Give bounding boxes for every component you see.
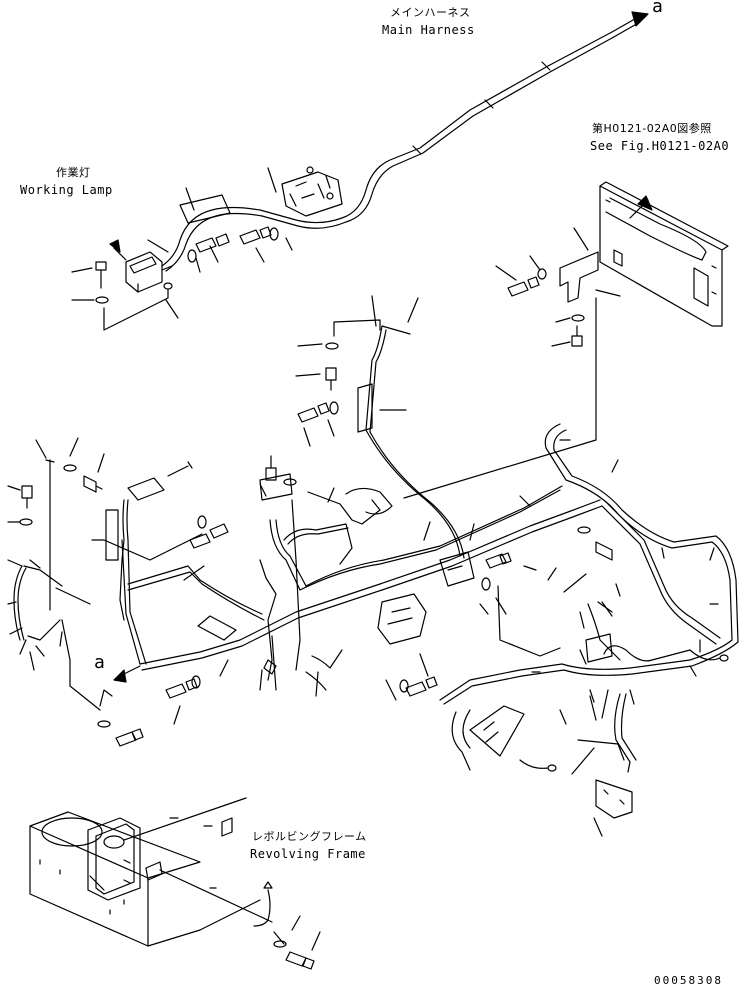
ref-a-top: a [652,0,664,17]
ref-a-bottom-marker [99,689,113,707]
ref-a-bottom: a [94,652,106,673]
see-fig-label-en: See Fig.H0121-02A0 [590,139,730,153]
main-harness-label-en: Main Harness [382,23,475,37]
main-harness-cable [341,11,649,223]
reference-panel [403,181,729,499]
right-harness [439,423,739,837]
see-fig-label-jp: 第H0121-02A0図参照 [592,122,712,135]
working-lamp-branch [71,166,347,331]
drawing-number: 00058308 [654,974,723,987]
main-harness-label-jp: メインハーネス [390,6,471,19]
left-harness [7,437,105,711]
central-harness [55,455,603,747]
middle-branch [295,295,465,559]
working-lamp-label-en: Working Lamp [20,183,113,197]
revolving-frame [29,797,321,970]
working-lamp-label-jp: 作業灯 [56,166,91,179]
working-lamp [125,251,173,293]
revolving-frame-label-en: Revolving Frame [250,847,366,861]
revolving-frame-label-jp: レボルビングフレーム [252,830,367,843]
